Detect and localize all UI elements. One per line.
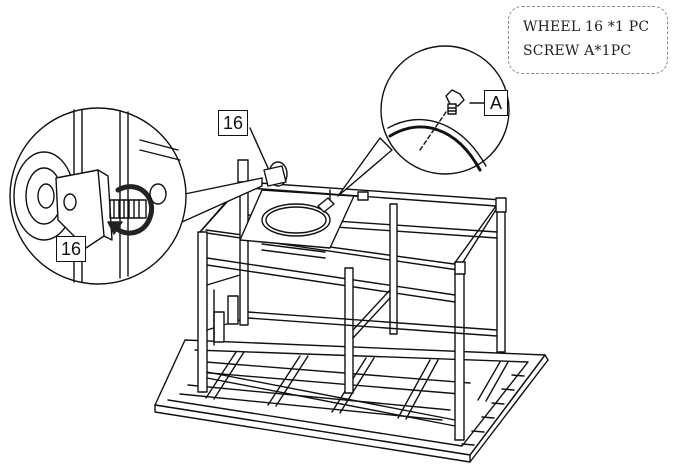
grill-frame — [197, 159, 507, 441]
part-label-16-detail: 16 — [56, 236, 86, 262]
screw-a-icon — [445, 89, 465, 115]
bolt-screw-a — [109, 199, 147, 219]
parts-list-box: WHEEL 16 *1 PC SCREW A*1PC — [508, 6, 668, 74]
screw-detail-magnifier — [337, 45, 510, 197]
parts-line-wheel: WHEEL 16 *1 PC — [523, 19, 650, 35]
screw-label-a: A — [484, 90, 508, 116]
wheel-detail-magnifier — [9, 107, 263, 285]
parts-line-screw: SCREW A*1PC — [523, 43, 632, 59]
rotation-arrow-icon — [111, 184, 155, 236]
leader-line-16 — [249, 127, 269, 169]
part-label-16-top: 16 — [218, 110, 248, 136]
base-pallet — [154, 339, 549, 463]
